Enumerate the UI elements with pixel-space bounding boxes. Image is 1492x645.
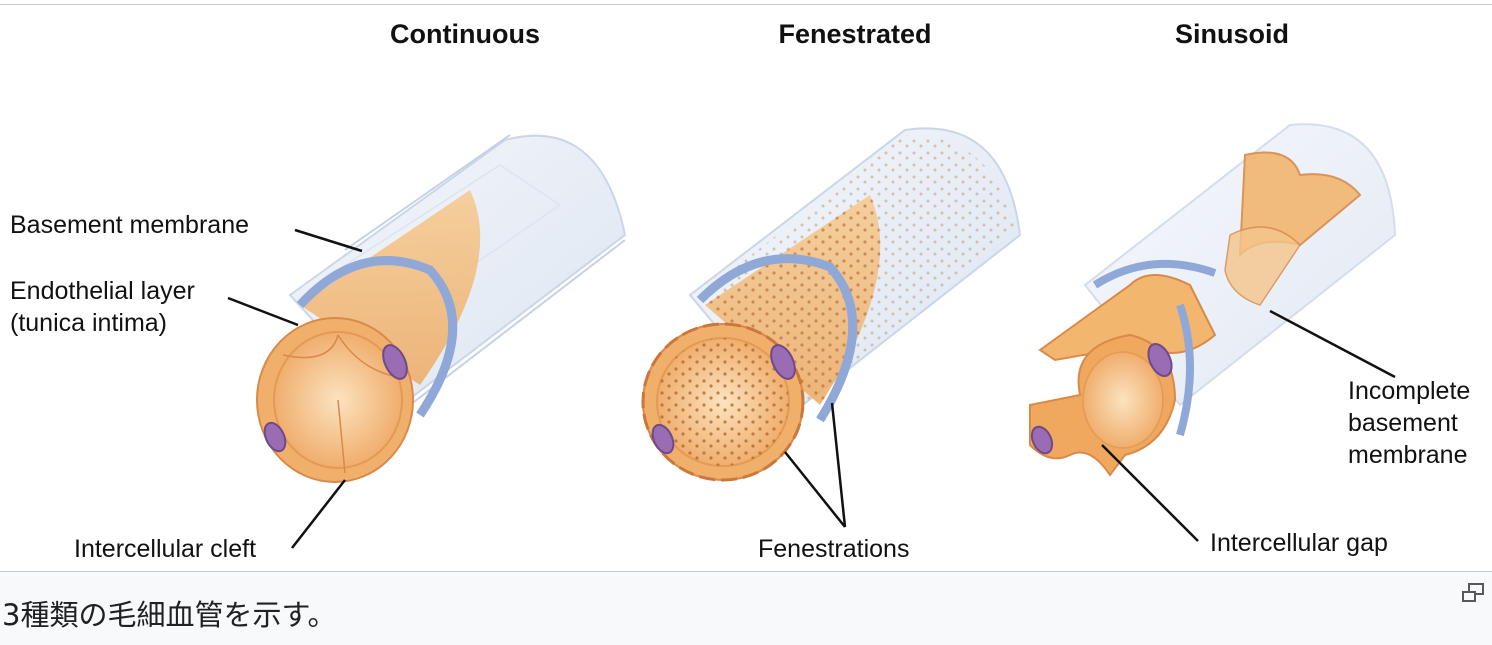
diagram-image[interactable]: Continuous Fenestrated Sinusoid Basement… [0,5,1492,571]
title-sinusoid: Sinusoid [1175,19,1289,49]
label-basement: basement [1348,409,1458,437]
label-fenestrations: Fenestrations [758,535,910,563]
fenestrated-capillary [641,127,1022,482]
title-continuous: Continuous [390,19,540,49]
label-tunica-intima: (tunica intima) [10,309,167,337]
label-basement-membrane: Basement membrane [10,211,250,239]
sinusoid-capillary [1029,123,1397,477]
enlarge-icon[interactable] [1460,582,1486,604]
figure-caption: 3種類の毛細血管を示す。 [0,571,1492,645]
title-fenestrated: Fenestrated [778,19,932,49]
caption-text: 3種類の毛細血管を示す。 [2,598,337,632]
capillary-illustration [227,123,1397,549]
label-intercellular-cleft: Intercellular cleft [74,535,257,563]
continuous-capillary [256,134,627,483]
top-divider [0,4,1492,5]
label-endothelial-layer: Endothelial layer [10,277,195,305]
label-incomplete: Incomplete [1348,377,1471,405]
leader-lines [227,228,1396,549]
label-intercellular-gap: Intercellular gap [1210,529,1388,557]
label-membrane: membrane [1348,441,1468,469]
